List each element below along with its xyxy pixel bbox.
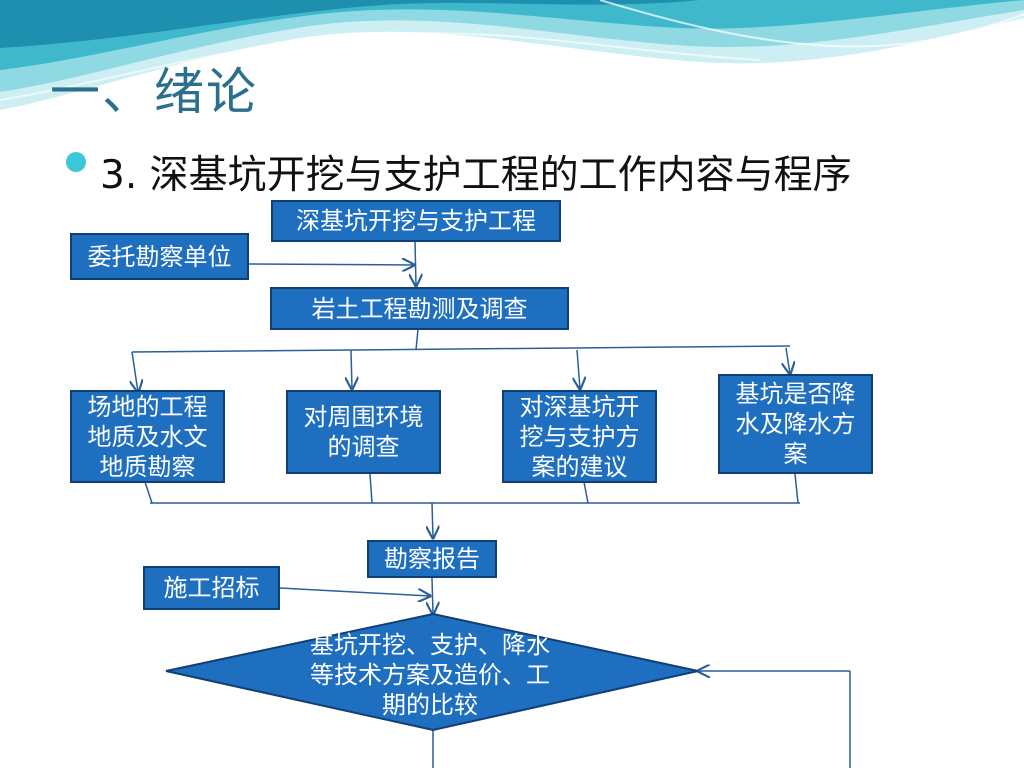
decision-diamond [165,612,699,732]
box-deep-excavation-project: 深基坑开挖与支护工程 [271,200,561,242]
box-entrust-survey-unit: 委托勘察单位 [70,233,249,280]
box-site-geology-survey: 场地的工程地质及水文地质勘察 [70,390,225,483]
slide-title: 一、绪论 [50,63,258,121]
box-geotechnical-survey: 岩土工程勘测及调查 [270,287,569,330]
box-surrounding-environment: 对周围环境的调查 [286,390,441,474]
box-survey-report: 勘察报告 [367,540,497,578]
box-dewatering-scheme: 基坑是否降水及降水方案 [718,374,873,474]
box-support-scheme-advice: 对深基坑开挖与支护方案的建议 [502,390,657,483]
decision-text: 基坑开挖、支护、降水等技术方案及造价、工期的比较 [310,631,550,719]
bullet-text: 3. 深基坑开挖与支护工程的工作内容与程序 [100,153,852,198]
bullet-dot-icon [66,152,86,172]
box-construction-bidding: 施工招标 [143,566,280,610]
